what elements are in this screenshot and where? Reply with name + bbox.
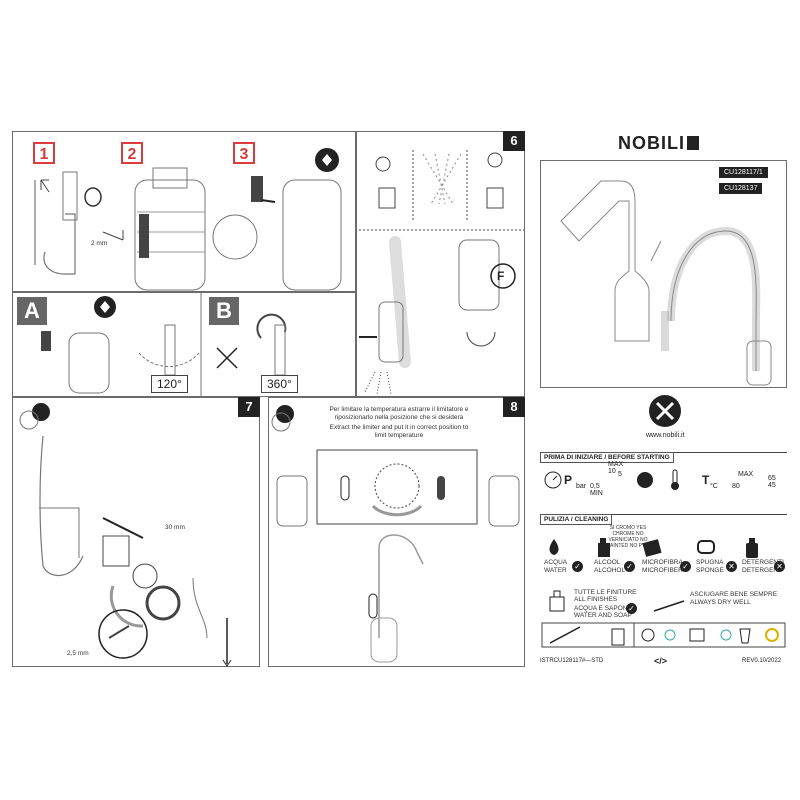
cleaning-item-microfiber-it: MICROFIBRA: [642, 559, 683, 566]
water-drop-icon: [549, 539, 559, 555]
cleaning-item-water-it: ACQUA: [544, 559, 568, 566]
temperature-unit: °C: [710, 483, 718, 490]
cleaning-item-alcohol-it: ALCOOL: [594, 559, 621, 566]
step-8-label: 8: [503, 397, 525, 417]
cleaning-section: PULIZIA / CLEANING SI CROMO YES CHROME N…: [540, 514, 787, 654]
soap-bottle-icon: [549, 590, 565, 612]
step-1-illustration: [34, 148, 342, 291]
thermometer-icon: [671, 469, 679, 490]
finish-note: SI CROMO YES CHROME NO VERNICIATO NO PAI…: [607, 525, 649, 549]
cleaning-item-detergent-it: DETERGENTI: [742, 559, 784, 566]
panel-step-7: 7 30 mm 2,5 mm: [12, 397, 260, 667]
angle-360-label: 360°: [261, 375, 298, 393]
cleaning-item-sponge-en: SPONGE: [696, 567, 724, 574]
pressure-unit: bar: [576, 483, 587, 490]
spray-bottle-icon: [598, 538, 610, 557]
panel-step-6: 6 F: [356, 131, 525, 397]
cleaning-item-water-en: WATER: [544, 567, 567, 574]
cleaning-item-sponge-it: SPUGNA: [696, 559, 724, 566]
cross-icon: ✕: [774, 561, 785, 572]
all-finishes-en: ALL FINISHES: [574, 596, 618, 603]
dry-en: ALWAYS DRY WELL: [690, 599, 751, 606]
website-link[interactable]: www.nobili.it: [646, 432, 685, 439]
cleaning-item-alcohol-en: ALCOHOL: [594, 567, 626, 574]
limiter-text-en: Extract the limiter and put it in correc…: [329, 424, 469, 439]
panel-a-b: A B 120° 360°: [12, 292, 356, 398]
check-icon: ✓: [624, 561, 635, 572]
angle-120-label: 120°: [151, 375, 188, 393]
microfiber-cloth-icon: [642, 539, 662, 557]
cleaning-item-microfiber: MICROFIBRA MICROFIBER ✓: [642, 537, 692, 574]
step-2-label: 2: [121, 142, 143, 164]
hex-key-2-5mm-label: 2,5 mm: [67, 650, 89, 657]
wrench-30mm-label: 30 mm: [165, 524, 185, 531]
cleaning-item-sponge: SPUGNA SPONGE ✕: [696, 537, 740, 574]
detergent-bottle-icon: [746, 538, 758, 558]
product-panel: CU128117/1 CU128137: [540, 160, 787, 388]
step-7-illustration: [19, 403, 232, 667]
revision: REV0.10/2022: [742, 658, 782, 664]
limiter-text-it: Per limitare la temperatura estrarre il …: [329, 406, 469, 421]
step-f-label: F: [497, 269, 505, 283]
faucet-illustration: [560, 180, 772, 386]
cleaning-header: PULIZIA / CLEANING: [540, 514, 613, 525]
pressure-min: 0,5 MIN: [590, 483, 603, 497]
all-finishes-it: TUTTE LE FINITURE: [574, 589, 637, 596]
temperature-range: 65 45: [768, 475, 776, 489]
check-icon: ✓: [680, 561, 691, 572]
logo-mark-icon: [687, 136, 699, 150]
tools-icon: [649, 395, 681, 427]
panel-step-8: 8 Per limitare la temperatura estrarre i…: [268, 397, 525, 667]
cleaning-item-alcohol: ALCOOL ALCOHOL ✓: [594, 537, 638, 574]
disposal-icons: [541, 622, 786, 648]
soap-it: ACQUA E SAPONE: [574, 605, 632, 612]
thumbs-up-icon: [637, 472, 653, 488]
temperature-80: 80: [732, 483, 740, 490]
check-icon: ✓: [572, 561, 583, 572]
hex-key-2mm-label: 2 mm: [91, 240, 108, 247]
step-6-illustration: [359, 150, 524, 395]
pressure-max: MAX 10: [608, 461, 624, 475]
step-3-label: 3: [233, 142, 255, 164]
sponge-icon: [697, 540, 715, 554]
step-b-label: B: [209, 297, 239, 325]
cleaning-item-detergent-en: DETERGENT: [742, 567, 783, 574]
cleaning-item-water: ACQUA WATER ✓: [544, 537, 588, 574]
code-icon: </>: [654, 656, 668, 666]
pressure-gauge-icon: [544, 471, 562, 489]
before-starting-header: PRIMA DI INIZIARE / BEFORE STARTING: [540, 452, 674, 463]
temperature-symbol: T: [702, 473, 710, 487]
step-a-b-illustration: [41, 293, 287, 398]
cloth-wipe-icon: [653, 600, 685, 612]
brand-logo-text: NOBILI: [618, 133, 685, 153]
product-code-2: CU128137: [719, 183, 763, 194]
step-1-label: 1: [33, 142, 55, 164]
dry-it: ASCIUGARE BENE SEMPRE: [690, 591, 778, 598]
doc-code: ISTRCU128117#—STD: [540, 658, 604, 664]
cross-icon: ✕: [726, 561, 737, 572]
cleaning-item-detergent: DETERGENTI DETERGENT ✕: [742, 537, 786, 574]
soap-en: WATER AND SOAP: [574, 612, 632, 619]
pressure-recommended: 5: [618, 471, 622, 478]
step-8-illustration: [271, 405, 520, 663]
cleaning-item-microfiber-en: MICROFIBER: [642, 567, 683, 574]
temperature-max-label: MAX: [738, 471, 754, 478]
check-icon: ✓: [626, 603, 637, 614]
panel-steps-1-3: 1 2 3 2 mm: [12, 131, 356, 292]
product-code-1: CU128117/1: [719, 167, 768, 178]
before-starting-section: PRIMA DI INIZIARE / BEFORE STARTING P ba…: [540, 452, 787, 504]
step-6-label: 6: [503, 131, 525, 151]
pressure-symbol: P: [564, 473, 573, 487]
step-7-label: 7: [238, 397, 260, 417]
brand-logo: NOBILI: [618, 133, 699, 154]
step-a-label: A: [17, 297, 47, 325]
